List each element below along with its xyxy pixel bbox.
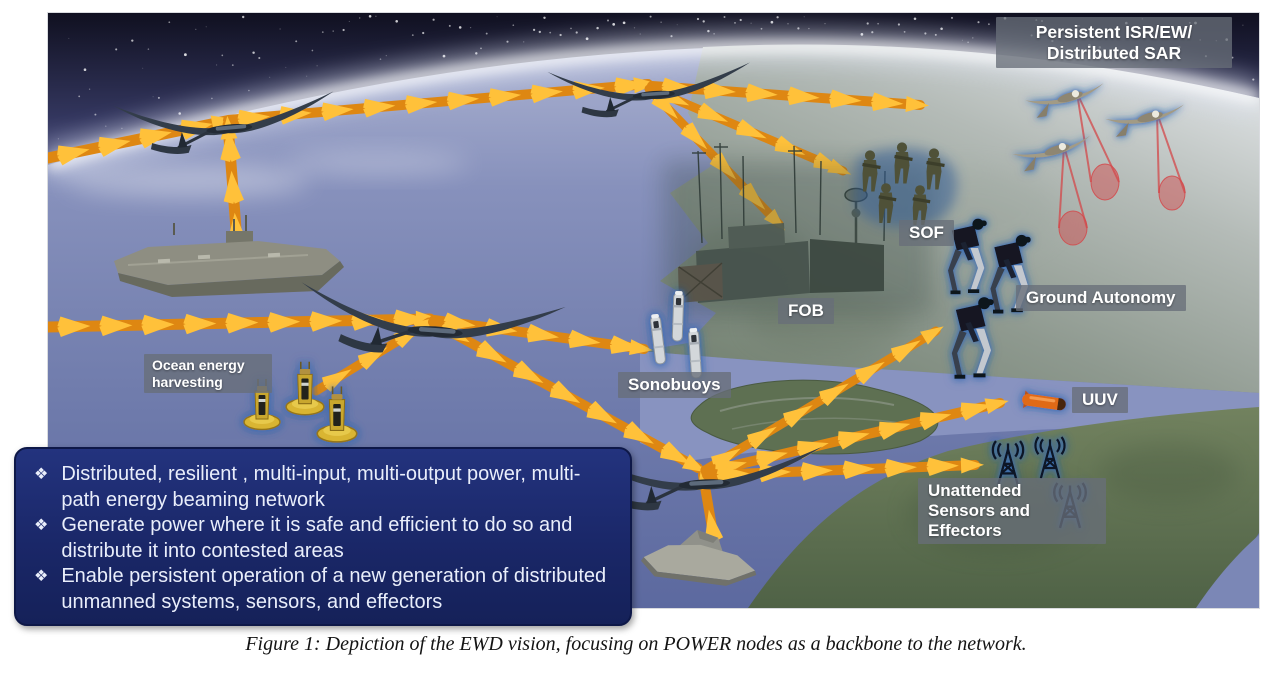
callout-bullet-item: ❖ Generate power where it is safe and ef… bbox=[34, 513, 614, 564]
bullet-icon: ❖ bbox=[34, 466, 49, 483]
energy-beam bbox=[701, 398, 1009, 479]
corner-inlet bbox=[1196, 535, 1259, 608]
sof-team bbox=[854, 140, 958, 228]
uuv-icon bbox=[1022, 390, 1066, 411]
sar-footprint bbox=[1158, 175, 1186, 211]
label-fob: FOB bbox=[778, 298, 834, 325]
energy-beam bbox=[700, 326, 944, 475]
callout-bullet-item: ❖ Enable persistent operation of a new g… bbox=[34, 564, 614, 615]
label-sof: SOF bbox=[899, 220, 954, 247]
label-ground-autonomy: Ground Autonomy bbox=[1016, 285, 1186, 312]
label-line: Ocean energy bbox=[152, 357, 245, 373]
sar-footprint bbox=[1090, 163, 1120, 201]
label-line: Effectors bbox=[928, 521, 1002, 541]
label-line: Persistent ISR/EW/ bbox=[1035, 22, 1193, 42]
label-line: Unattended bbox=[928, 481, 1022, 500]
callout-bullet-text: Distributed, resilient , multi-input, mu… bbox=[61, 463, 581, 511]
destroyer-icon bbox=[641, 530, 757, 586]
fob-structure-icon bbox=[663, 142, 933, 316]
bullet-icon: ❖ bbox=[34, 568, 49, 586]
label-sonobuoys: Sonobuoys bbox=[618, 372, 731, 399]
energy-beam bbox=[48, 115, 235, 166]
label-line: Distributed SAR bbox=[1046, 42, 1182, 63]
label-line: Sensors and bbox=[928, 501, 1031, 521]
label-uuv: UUV bbox=[1072, 387, 1128, 414]
callout-bullet-list: ❖ Distributed, resilient , multi-input, … bbox=[34, 462, 614, 616]
sar-footprint bbox=[1058, 210, 1088, 246]
callout-box: ❖ Distributed, resilient , multi-input, … bbox=[14, 447, 632, 626]
label-unattended: Unattended Sensors and Effectors bbox=[918, 478, 1106, 545]
label-ocean-energy: Ocean energy harvesting bbox=[144, 354, 272, 394]
label-persistent-isr: Persistent ISR/EW/ Distributed SAR bbox=[996, 17, 1232, 69]
figure-caption: Figure 1: Depiction of the EWD vision, f… bbox=[245, 633, 1027, 655]
callout-bullet-text: Enable persistent operation of a new gen… bbox=[61, 565, 607, 613]
sar-footprints bbox=[1058, 92, 1186, 246]
callout-bullet-item: ❖ Distributed, resilient , multi-input, … bbox=[34, 462, 614, 513]
aircraft-carrier-icon bbox=[114, 215, 344, 297]
bullet-icon: ❖ bbox=[34, 517, 49, 535]
sonobuoy-icon bbox=[671, 290, 685, 342]
energy-beam bbox=[223, 77, 657, 129]
callout-bullet-text: Generate power where it is safe and effi… bbox=[61, 514, 573, 562]
label-line: harvesting bbox=[152, 373, 223, 390]
